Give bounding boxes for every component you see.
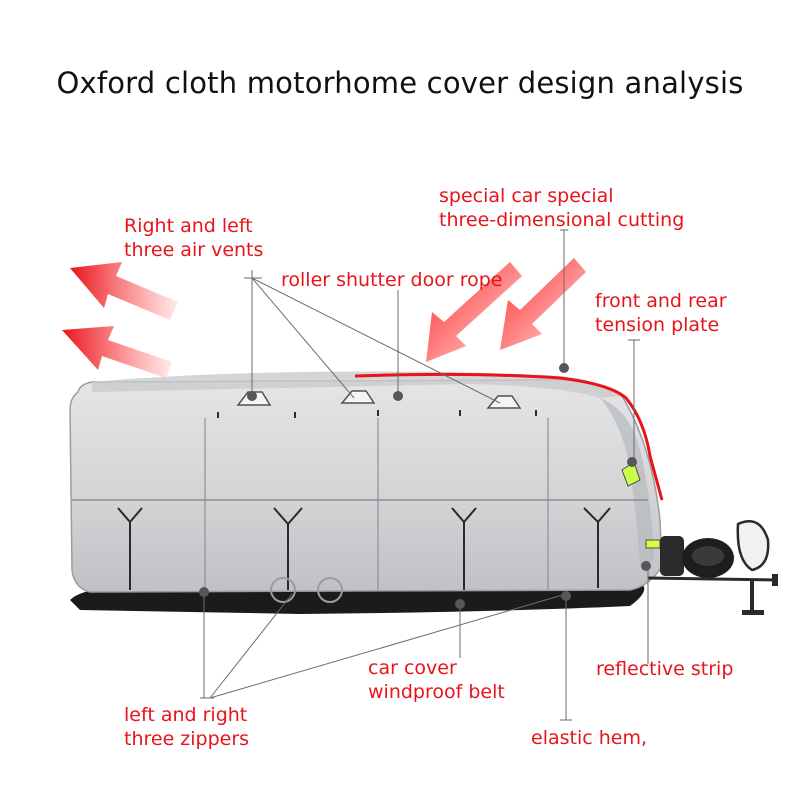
label-shutter-rope: roller shutter door rope xyxy=(281,269,503,291)
leader-lines xyxy=(200,229,649,721)
label-air-vents: Right and left three air vents xyxy=(124,215,264,261)
panel-seams xyxy=(204,418,549,590)
label-zippers: left and right three zippers xyxy=(124,704,250,750)
wind-arrow-upper xyxy=(70,262,178,320)
page-title: Oxford cloth motorhome cover design anal… xyxy=(56,66,744,100)
wind-arrow-top-left xyxy=(426,262,522,362)
wheel-outlines xyxy=(270,577,343,603)
three-dimensional-cutting-line xyxy=(354,372,664,501)
roof-panel xyxy=(92,371,622,398)
upper-tick-marks xyxy=(217,410,537,418)
wind-arrow-lower xyxy=(62,326,172,378)
leader-dots xyxy=(199,363,651,609)
trailer-cover-body xyxy=(69,379,663,593)
reflective-strip-mark xyxy=(645,539,661,549)
front-nose-panel xyxy=(600,398,654,566)
label-tension-plate: front and rear tension plate xyxy=(595,290,727,336)
trailer-hitch xyxy=(647,520,779,615)
label-three-dimensional-cutting: special car special three-dimensional cu… xyxy=(439,185,685,231)
label-windproof-belt: car cover windproof belt xyxy=(368,657,505,703)
label-elastic-hem: elastic hem, xyxy=(531,727,648,749)
label-reflective-strip: reflective strip xyxy=(596,658,734,680)
